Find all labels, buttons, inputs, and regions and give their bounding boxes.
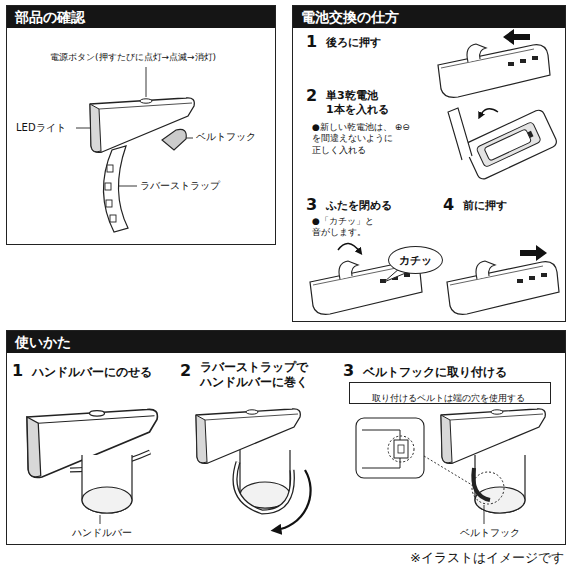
part-name: LEDライト	[16, 122, 66, 135]
step-number: 2	[306, 86, 317, 106]
warning-box: 取り付けるベルトは端の穴を使用する	[349, 382, 551, 404]
warning-text: 取り付けるベルトは端の穴を使用する	[372, 392, 525, 404]
light-figure	[90, 98, 194, 232]
step-text: 前に押す	[463, 199, 507, 213]
section-heading: 部品の確認	[7, 6, 275, 28]
step-text: 後ろに押す	[326, 36, 381, 50]
caption: ※イラストはイメージです	[410, 549, 564, 567]
leader-line	[76, 67, 193, 186]
step-number: 1	[12, 361, 23, 381]
part-name: ラバーストラップ	[140, 180, 220, 193]
step-number: 3	[343, 361, 354, 381]
step-number: 2	[180, 361, 191, 381]
leader-line	[100, 505, 484, 524]
section-panel: 電池交換の仕方カチッ	[292, 5, 566, 322]
step-text: ラバーストラップで ハンドルバーに巻く	[200, 360, 330, 390]
section-heading: 使いかた	[7, 331, 565, 353]
step-number: 1	[306, 32, 317, 52]
part-name: ハンドルバー	[72, 527, 132, 540]
mount-figure	[27, 386, 545, 530]
part-name: ベルトフック	[196, 131, 256, 144]
note-text: ●「カチッ」と 音がします。	[312, 216, 384, 239]
sound-text: カチッ	[399, 254, 432, 267]
step-number: 4	[443, 195, 454, 215]
note-text: ●新しい乾電池は、 ⊕⊖を間違えないように 正しく入れる	[312, 122, 436, 156]
section-heading: 電池交換の仕方	[293, 6, 565, 28]
part-name: 電源ボタン(押すたびに点灯→点滅→消灯)	[50, 52, 216, 63]
step-text: ハンドルバーにのせる	[32, 365, 152, 380]
step-text: 単3乾電池 1本を入れる	[326, 89, 410, 117]
battery-figure	[310, 29, 559, 314]
step-number: 3	[306, 195, 317, 215]
step-text: ベルトフックに取り付ける	[363, 365, 507, 380]
speech-bubble: カチッ	[388, 246, 443, 274]
part-name: ベルトフック	[460, 527, 520, 540]
step-text: ふたを閉める	[326, 199, 392, 213]
